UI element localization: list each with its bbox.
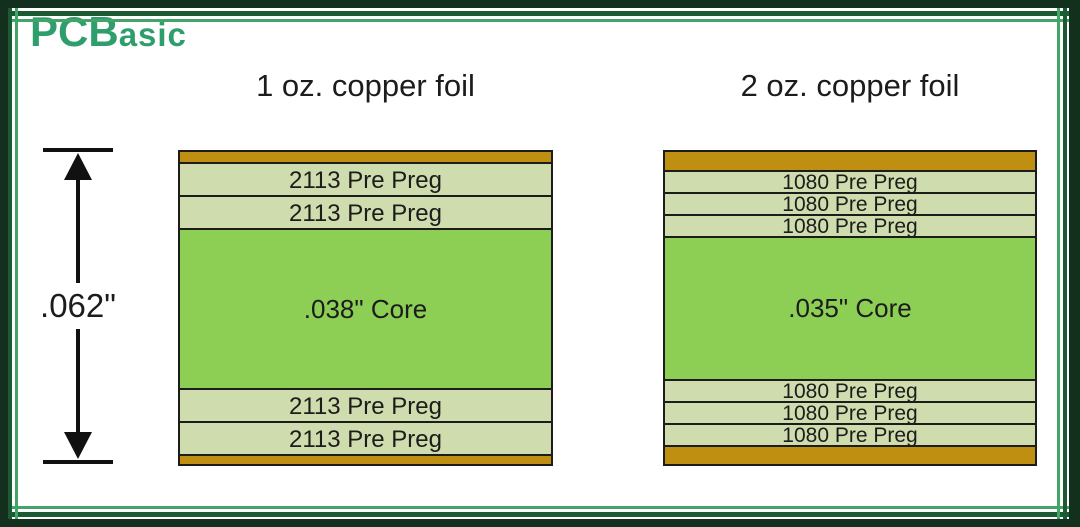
dimension-line-lower: [76, 329, 80, 433]
panel-title-2oz: 2 oz. copper foil: [740, 68, 960, 103]
frame-line-dark-right: [1063, 0, 1067, 527]
prepreg-layer: 1080 Pre Preg: [665, 401, 1035, 423]
frame-band-top: [0, 0, 1080, 8]
prepreg-layer: 1080 Pre Preg: [665, 423, 1035, 445]
arrow-up-icon: [64, 153, 92, 180]
copper-foil-layer: [665, 152, 1035, 170]
prepreg-layer: 1080 Pre Preg: [665, 170, 1035, 192]
prepreg-layer: 2113 Pre Preg: [180, 421, 551, 454]
prepreg-layer: 2113 Pre Preg: [180, 388, 551, 421]
prepreg-layer: 1080 Pre Preg: [665, 192, 1035, 214]
dimension-tick-top: [43, 148, 113, 152]
core-layer: .038" Core: [180, 228, 551, 388]
brand-logo: PCBasic: [30, 10, 187, 54]
frame-line-bright-left: [15, 0, 18, 527]
copper-foil-layer: [180, 454, 551, 464]
core-layer: .035" Core: [665, 236, 1035, 379]
prepreg-layer: 1080 Pre Preg: [665, 379, 1035, 401]
frame-band-right: [1069, 0, 1080, 527]
panel-title-1oz: 1 oz. copper foil: [256, 68, 475, 103]
dimension-line-upper: [76, 179, 80, 283]
prepreg-layer: 2113 Pre Preg: [180, 162, 551, 195]
dimension-tick-bottom: [43, 460, 113, 464]
brand-logo-main: PCB: [30, 8, 119, 55]
frame-line-bright-right: [1057, 0, 1060, 527]
frame-line-bright-bottom: [0, 506, 1080, 509]
frame-line-dark-top: [0, 11, 1080, 16]
frame-band-bottom: [0, 519, 1080, 527]
frame-line-dark-left: [8, 0, 12, 527]
prepreg-layer: 2113 Pre Preg: [180, 195, 551, 228]
dimension-label: .062": [40, 285, 116, 327]
brand-logo-sub: asic: [118, 16, 187, 53]
copper-foil-layer: [180, 152, 551, 162]
frame-band-left: [0, 0, 8, 527]
frame-line-dark-bottom: [0, 512, 1080, 517]
copper-foil-layer: [665, 445, 1035, 464]
arrow-down-icon: [64, 432, 92, 459]
prepreg-layer: 1080 Pre Preg: [665, 214, 1035, 236]
dimension-indicator: .062": [36, 148, 120, 464]
frame-line-bright-top: [0, 19, 1080, 22]
